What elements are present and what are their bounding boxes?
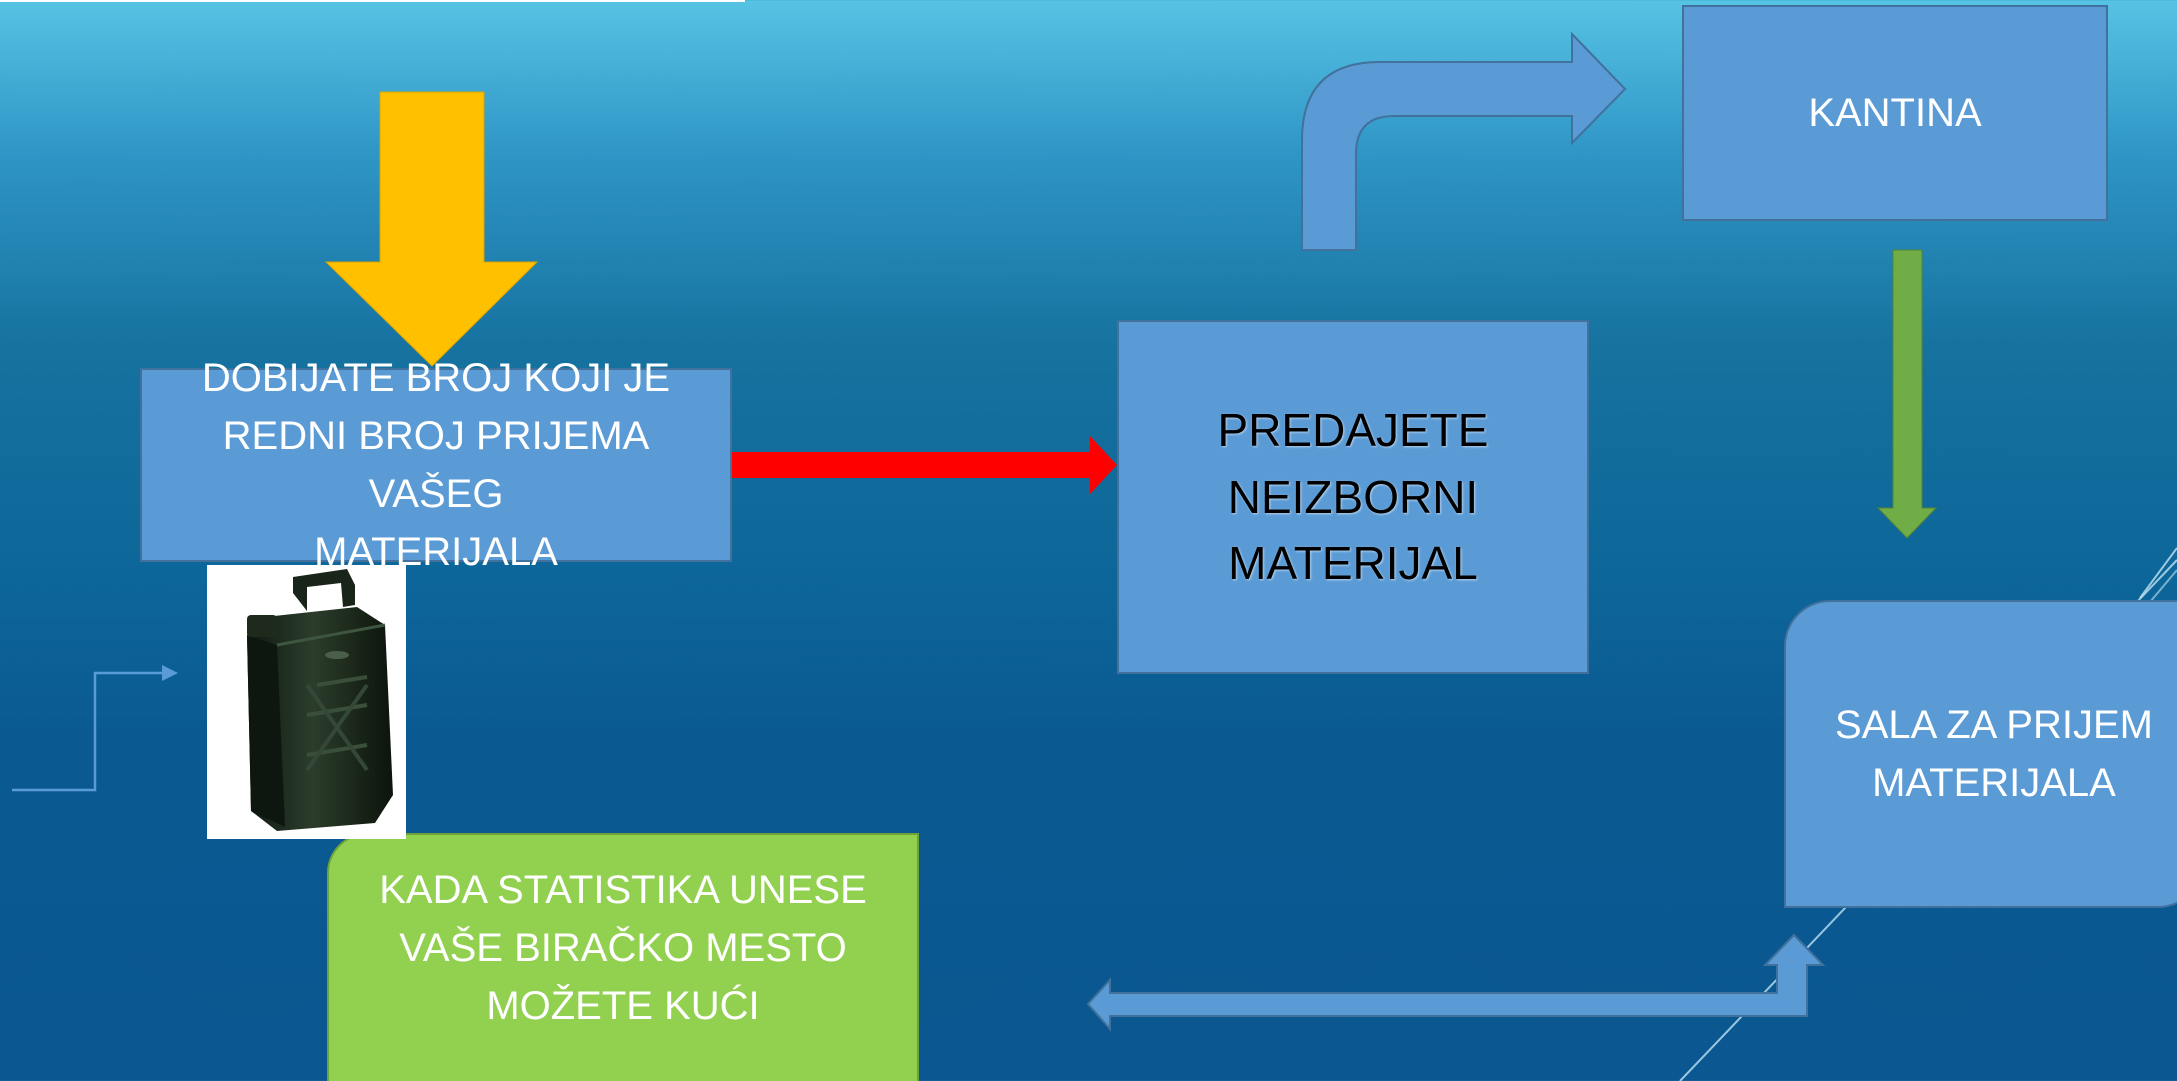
box-dobijate: DOBIJATE BROJ KOJI JE REDNI BROJ PRIJEMA… xyxy=(140,356,732,574)
box-kada-line: VAŠE BIRAČKO MESTO xyxy=(399,926,847,970)
box-predajete-line: MATERIJAL xyxy=(1228,537,1478,590)
box-sala-line: MATERIJALA xyxy=(1872,761,2116,805)
box-kantina-label: KANTINA xyxy=(1808,91,1982,135)
jerry-can-icon xyxy=(247,569,393,831)
box-dobijate-line: REDNI BROJ PRIJEMA VAŠEG xyxy=(222,414,650,516)
box-predajete: PREDAJETE NEIZBORNI MATERIJAL xyxy=(1117,320,1589,674)
jerry-can-image xyxy=(207,565,406,839)
box-kada-line: KADA STATISTIKA UNESE xyxy=(379,868,867,912)
box-kada-line: MOŽETE KUĆI xyxy=(486,984,760,1028)
box-sala: SALA ZA PRIJEM MATERIJALA xyxy=(1784,600,2177,908)
box-dobijate-line: DOBIJATE BROJ KOJI JE xyxy=(201,356,671,400)
box-kada: KADA STATISTIKA UNESE VAŠE BIRAČKO MESTO… xyxy=(327,833,919,1081)
box-kantina: KANTINA xyxy=(1682,5,2108,221)
box-sala-line: SALA ZA PRIJEM xyxy=(1835,703,2153,747)
box-predajete-line: PREDAJETE xyxy=(1217,403,1489,456)
top-divider xyxy=(0,0,745,2)
box-predajete-line: NEIZBORNI xyxy=(1227,470,1479,523)
